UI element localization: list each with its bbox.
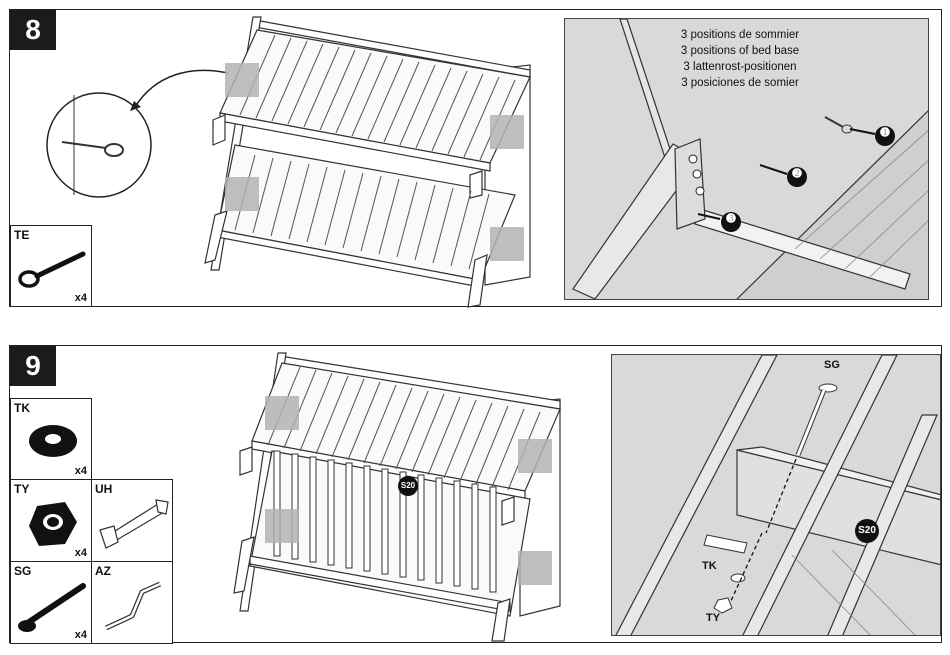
step-8-panel: 8 [9,9,942,308]
step-8-badge: 8 [10,10,56,50]
part-code: SG [14,564,32,578]
detail-bed-base-positions: 3 positions de sommier 3 positions of be… [564,18,929,300]
part-box-az: AZ [91,561,173,644]
part-qty: x4 [74,292,87,304]
part-qty: x4 [74,465,87,477]
part-box-tk: TK x4 [10,398,92,480]
hex-nut-icon [29,502,77,546]
zoom-circle [46,92,152,198]
part-code: TK [14,401,30,415]
spanner-icon [99,499,169,549]
bolt-assembly-drawing [615,355,940,635]
part-code: TY [14,482,30,496]
part-code: AZ [95,564,111,578]
part-code: TE [14,228,30,242]
allen-key-icon [104,581,162,631]
crib-frame-step8 [204,16,531,308]
part-code: UH [95,482,113,496]
arrow-icon [130,69,229,111]
step-9-badge: 9 [10,346,56,386]
caption-line-es: 3 posiciones de somier [681,77,799,89]
bed-base-detail-drawing [572,19,928,299]
eye-bolt-icon [18,251,86,288]
marker-1: ➊ [880,127,890,139]
part-qty: x4 [74,547,87,559]
marker-2: ➋ [792,168,802,180]
part-qty: x4 [74,629,87,641]
crib-assembled-step9 [233,352,561,642]
caption-line-en: 3 positions of bed base [680,45,800,57]
part-box-sg: SG x4 [10,561,92,644]
part-box-uh: UH [91,479,173,562]
caption-line-de: 3 lattenrost-positionen [683,61,797,73]
positions-caption: 3 positions de sommier 3 positions of be… [650,27,830,91]
marker-3: ➌ [726,213,736,225]
washer-icon [29,425,77,457]
label-ty: TY [706,612,721,624]
caption-line-fr: 3 positions de sommier [680,29,800,41]
label-sg: SG [824,359,840,371]
label-tk: TK [702,560,717,572]
part-box-te: TE x4 [10,225,92,307]
detail-bolt-assembly: SG TK TY S20 [611,354,941,636]
step-9-panel: 9 TK x4 TY x4 UH SG x4 [9,345,942,644]
label-s20: S20 [858,525,876,536]
bolt-icon [18,583,86,632]
part-box-ty: TY x4 [10,479,92,562]
crib-label-s20: S20 [400,481,416,490]
